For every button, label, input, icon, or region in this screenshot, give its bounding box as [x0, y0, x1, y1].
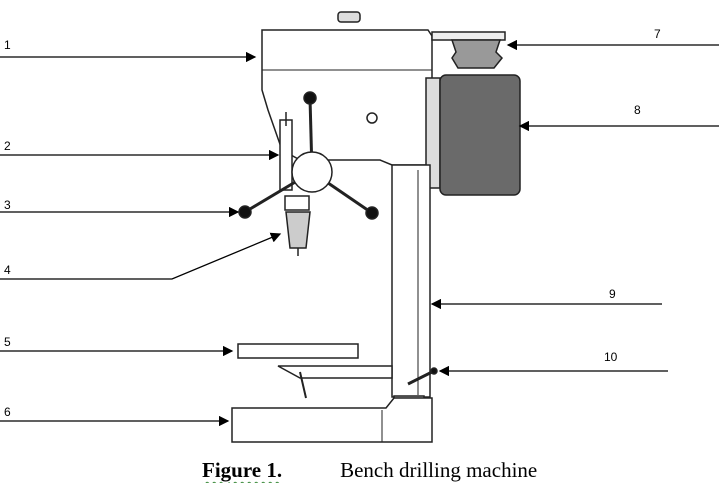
chuck: [285, 211, 311, 249]
callout-6: 6: [4, 405, 11, 419]
motor: [439, 74, 521, 196]
feed-hub: [291, 151, 333, 193]
figure-caption: Figure 1. Bench drilling machine: [202, 458, 537, 483]
caption-label: Figure 1.: [202, 458, 283, 482]
caption-title: Bench drilling machine: [340, 458, 538, 482]
callout-10: 10: [604, 350, 618, 364]
callout-8: 8: [634, 103, 641, 117]
callout-labels: 1 2 3 4 5 6 7 8 9 10: [4, 27, 661, 419]
callout-3: 3: [4, 198, 11, 212]
base: [231, 397, 433, 443]
pulley: [450, 39, 504, 69]
callout-4: 4: [4, 263, 11, 277]
callout-2: 2: [4, 139, 11, 153]
column: [391, 164, 431, 398]
table: [237, 343, 359, 359]
machine-drawing: [231, 11, 521, 443]
callout-1: 1: [4, 38, 11, 52]
callout-7: 7: [654, 27, 661, 41]
callout-9: 9: [609, 287, 616, 301]
callout-5: 5: [4, 335, 11, 349]
drill-head: [261, 29, 433, 166]
callout-arrows: [0, 39, 719, 427]
